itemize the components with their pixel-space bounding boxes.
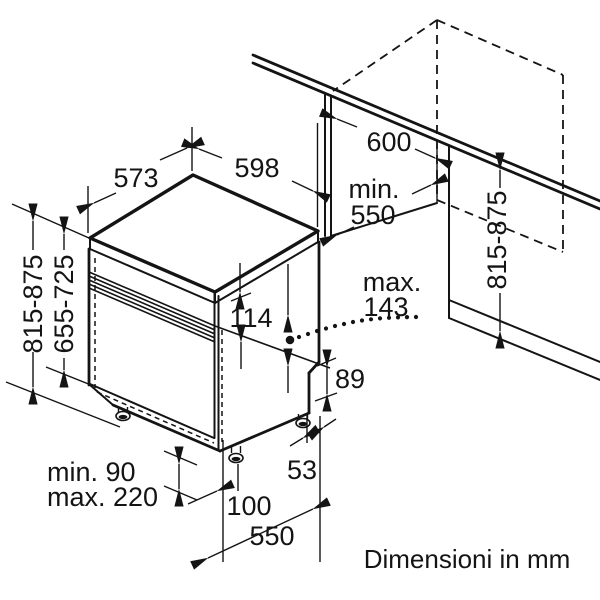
dim-815-875-right: 815-875 (482, 152, 512, 349)
foot-front-corner (228, 446, 244, 464)
dim-600-label: 600 (366, 127, 411, 157)
dim-53: 53 (287, 415, 337, 485)
dim-max-143: max. 143 (283, 264, 422, 393)
dim-655-725-label: 655-725 (49, 254, 79, 353)
dim-min550-label-1: min. (348, 174, 399, 204)
dim-plinth-max-label: max. 220 (47, 482, 158, 512)
dim-815-875-right-label: 815-875 (482, 190, 512, 289)
dim-114-label: 114 (229, 303, 272, 333)
dim-655-725: 655-725 (49, 216, 79, 388)
units-note: Dimensioni in mm (364, 544, 571, 574)
hinge-dot (285, 335, 295, 345)
dishwasher-body (87, 173, 331, 453)
dim-min550-label-2: 550 (350, 200, 395, 230)
dim-plinth-min-max: min. 90 max. 220 (47, 446, 198, 512)
dim-550-label: 550 (249, 521, 294, 551)
dim-114: 114 (229, 263, 273, 369)
dim-600: 600 (319, 108, 453, 170)
dim-plinth-min-label: min. 90 (47, 457, 136, 487)
dim-100-label: 100 (226, 491, 271, 521)
control-strip (88, 271, 216, 343)
dim-89: 89 (314, 349, 365, 412)
dim-573-label: 573 (113, 163, 158, 193)
dim-598-label: 598 (234, 153, 279, 183)
right-side-panel (448, 145, 600, 381)
dim-815-875-left: 815-875 (5, 203, 121, 428)
dim-573: 573 (76, 127, 205, 233)
adjustable-feet (115, 407, 311, 464)
dim-550-bottom: 550 (190, 416, 331, 570)
dim-53-label: 53 (287, 455, 317, 485)
dim-min-550: min. 550 (319, 173, 449, 247)
dim-598: 598 (181, 123, 331, 227)
dim-89-label: 89 (335, 364, 365, 394)
dim-max143-label-2: 143 (363, 292, 408, 322)
dim-815-875-left-label: 815-875 (18, 254, 48, 353)
door-swing-arc (285, 314, 419, 345)
worktop (251, 53, 600, 211)
dim-max143-label-1: max. (363, 267, 422, 297)
foot-front-left (115, 407, 131, 422)
